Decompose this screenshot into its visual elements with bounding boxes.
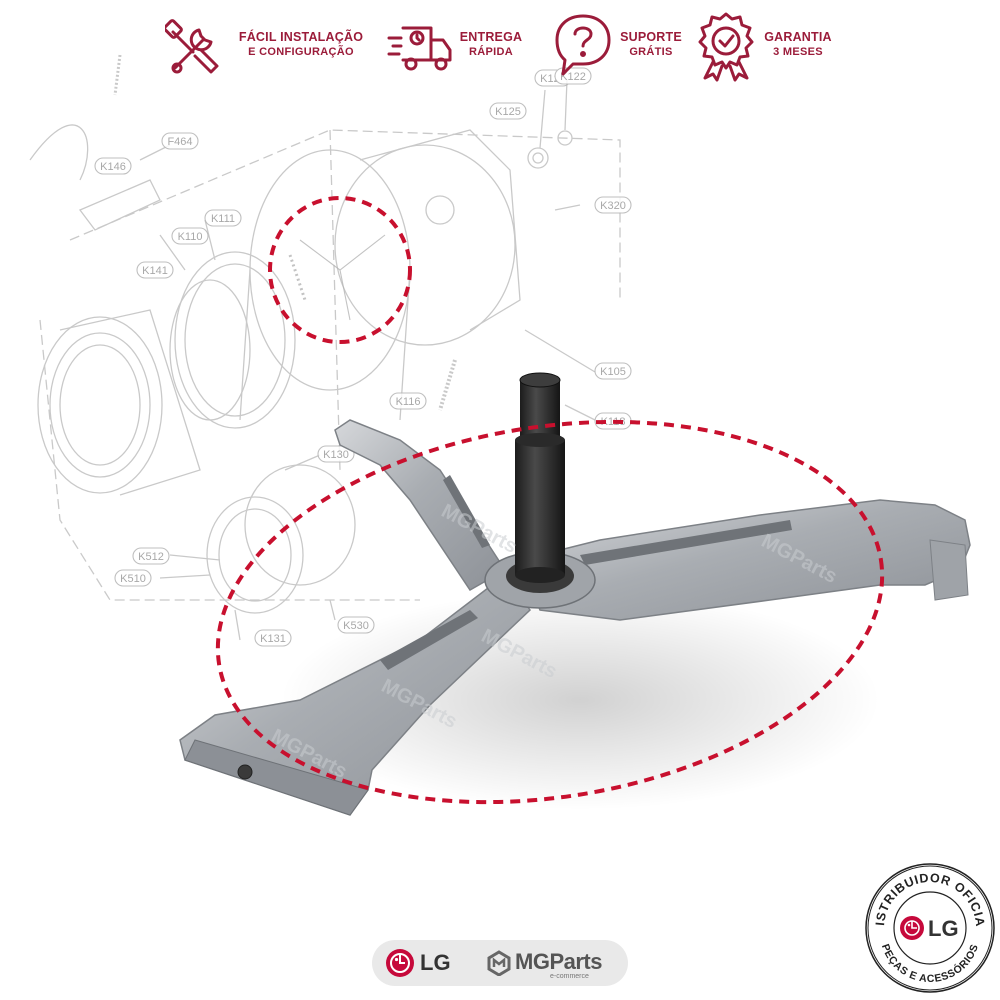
- svg-text:K131: K131: [260, 633, 286, 645]
- part-label: K105: [594, 362, 632, 380]
- warranty-badge-icon: [698, 12, 754, 82]
- part-label: K141: [136, 261, 174, 279]
- part-label: K125: [489, 102, 527, 120]
- part-label: K111: [204, 209, 242, 227]
- svg-text:F464: F464: [167, 136, 192, 148]
- highlight-circle-diagram: [268, 196, 412, 344]
- svg-text:K125: K125: [495, 106, 521, 118]
- part-label: K118: [594, 412, 632, 430]
- svg-text:K105: K105: [600, 366, 626, 378]
- feature-warranty: GARANTIA 3 MESES: [695, 10, 845, 84]
- support-chat-icon: [555, 14, 611, 76]
- drum-spider-product: [179, 372, 971, 816]
- lg-logo-text: LG: [420, 950, 451, 975]
- svg-text:K110: K110: [178, 231, 203, 243]
- feature-title: GARANTIA: [764, 30, 832, 44]
- svg-text:K512: K512: [138, 551, 164, 563]
- mgparts-logo-subtitle: e-commerce: [550, 973, 589, 980]
- feature-easy-install: FÁCIL INSTALAÇÃO E CONFIGURAÇÃO: [165, 10, 365, 84]
- feature-title: FÁCIL INSTALAÇÃO: [238, 30, 364, 44]
- feature-banner: FÁCIL INSTALAÇÃO E CONFIGURAÇÃO ENTREGA …: [165, 10, 845, 84]
- seal-lg-logo-icon: [900, 916, 924, 940]
- delivery-truck-icon: [387, 26, 452, 71]
- part-label: K146: [94, 157, 132, 175]
- feature-free-support: SUPORTE GRÁTIS: [553, 10, 693, 84]
- feature-subtitle: 3 MESES: [773, 46, 823, 58]
- svg-text:K141: K141: [142, 265, 168, 277]
- exploded-diagram: [29, 54, 621, 641]
- svg-text:K111: K111: [211, 213, 235, 225]
- feature-fast-delivery: ENTREGA RÁPIDA: [387, 10, 527, 84]
- svg-text:K122: K122: [560, 71, 586, 83]
- tools-icon: [165, 19, 219, 74]
- feature-subtitle: GRÁTIS: [629, 46, 673, 58]
- part-label: F464: [161, 132, 199, 150]
- part-label: K320: [594, 196, 632, 214]
- feature-subtitle: E CONFIGURAÇÃO: [248, 46, 354, 58]
- seal-lg-text: LG: [928, 916, 959, 941]
- feature-subtitle: RÁPIDA: [469, 46, 513, 58]
- part-label: K130: [317, 445, 355, 463]
- svg-text:K146: K146: [100, 161, 126, 173]
- svg-text:K116: K116: [396, 396, 421, 408]
- part-label: K110: [171, 227, 209, 245]
- feature-title: ENTREGA: [459, 30, 523, 44]
- svg-text:K510: K510: [120, 573, 146, 585]
- svg-text:K320: K320: [600, 200, 626, 212]
- svg-text:K130: K130: [323, 449, 349, 461]
- brand-pill: LG MGParts e-commerce: [372, 940, 628, 986]
- part-label: K116: [389, 392, 427, 410]
- part-label: K131: [254, 629, 292, 647]
- drum-spider-sketch: [288, 234, 386, 321]
- lg-logo-icon: [386, 949, 414, 977]
- part-label: K512: [132, 547, 170, 565]
- highlight-ellipse-product: [215, 419, 885, 805]
- part-label: K510: [114, 569, 152, 587]
- svg-text:K118: K118: [601, 416, 626, 428]
- feature-title: SUPORTE: [620, 30, 682, 44]
- official-distributor-seal: DISTRIBUIDOR OFICIAL PEÇAS E ACESSÓRIOS …: [864, 862, 995, 993]
- mgparts-logo-text: MGParts: [515, 949, 602, 974]
- mgparts-logo-icon: [487, 950, 511, 976]
- diagram-part-labels: F464 K146 K111 K110 K141 K125 K121 K122 …: [94, 67, 632, 647]
